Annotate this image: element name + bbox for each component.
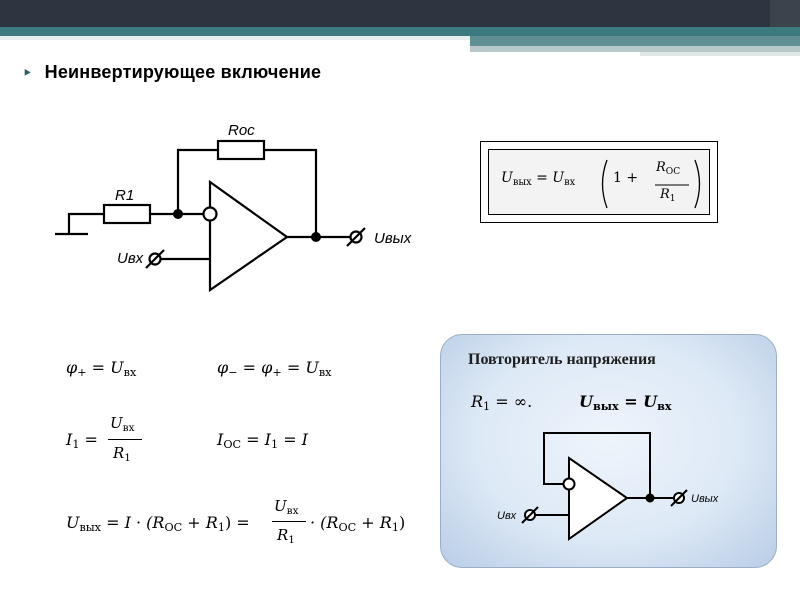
uout-label: Uвых	[374, 230, 412, 247]
follower-op-amp-triangle	[568, 456, 629, 541]
gain-formula-numerator: RОС	[656, 160, 681, 177]
eq-ioc: IОС = I1 = I	[217, 430, 308, 451]
inverting-input-marker	[202, 206, 218, 222]
eq-phi-plus: φ+ = Uвх	[66, 358, 137, 379]
follower-junction-dot	[645, 493, 655, 503]
eq-i1-denominator: R1	[113, 444, 131, 464]
follower-uout-label: Uвых	[691, 493, 719, 505]
r1-resistor	[102, 203, 152, 225]
feedback-wire-left	[176, 148, 218, 214]
eq-uout-left: Uвых = I · (RОС + R1) =	[66, 513, 250, 534]
roc-resistor	[216, 139, 266, 161]
follower-eq-uout: Uвых = Uвх	[579, 392, 672, 413]
gain-formula-parens	[601, 159, 701, 209]
roc-label: Roc	[228, 122, 255, 139]
eq-i1-fraction-line	[108, 439, 142, 440]
eq-i1-numerator: Uвх	[110, 414, 135, 434]
gain-formula-denominator: R1	[660, 187, 676, 204]
follower-uin-label: Uвх	[497, 510, 517, 522]
voltage-follower-panel: Повторитель напряжения R1 = ∞. Uвых = Uв…	[440, 334, 777, 568]
eq-uout-right: · (RОС + R1)	[310, 513, 406, 534]
junction-dot-input	[173, 209, 183, 219]
r1-label: R1	[115, 187, 134, 204]
uin-label: Uвх	[117, 250, 144, 267]
feedback-wire-right	[264, 148, 318, 237]
voltage-follower-circuit: Uвх Uвых	[497, 432, 719, 541]
gain-formula: Uвых = Uвх	[501, 170, 576, 188]
gain-formula-one-plus: 1 +	[613, 170, 639, 186]
eq-uout-denominator: R1	[277, 526, 295, 546]
eq-i1-lhs: I1 =	[66, 430, 98, 451]
r1-left-wire	[67, 212, 104, 234]
op-amp-triangle	[208, 179, 289, 293]
eq-uout-numerator: Uвх	[274, 497, 299, 517]
follower-eq-r1: R1 = ∞.	[471, 392, 533, 413]
junction-dot-output	[311, 232, 321, 242]
follower-feedback-wire	[543, 432, 651, 498]
gain-formula-inner: Uвых = Uвх 1 + RОС R1	[488, 149, 710, 215]
slide-title-row: ‣ Неинвертирующее включение	[22, 62, 321, 83]
follower-inverting-input-marker	[562, 477, 576, 491]
voltage-follower-title: Повторитель напряжения	[468, 351, 656, 368]
eq-phi-minus: φ− = φ+ = Uвх	[217, 358, 332, 379]
slide-header-bar	[0, 0, 800, 56]
gain-formula-box: Uвых = Uвх 1 + RОС R1	[480, 141, 718, 223]
eq-uout-fraction-line	[272, 521, 306, 522]
bullet-icon: ‣	[22, 62, 33, 83]
slide-title: Неинвертирующее включение	[44, 62, 322, 82]
